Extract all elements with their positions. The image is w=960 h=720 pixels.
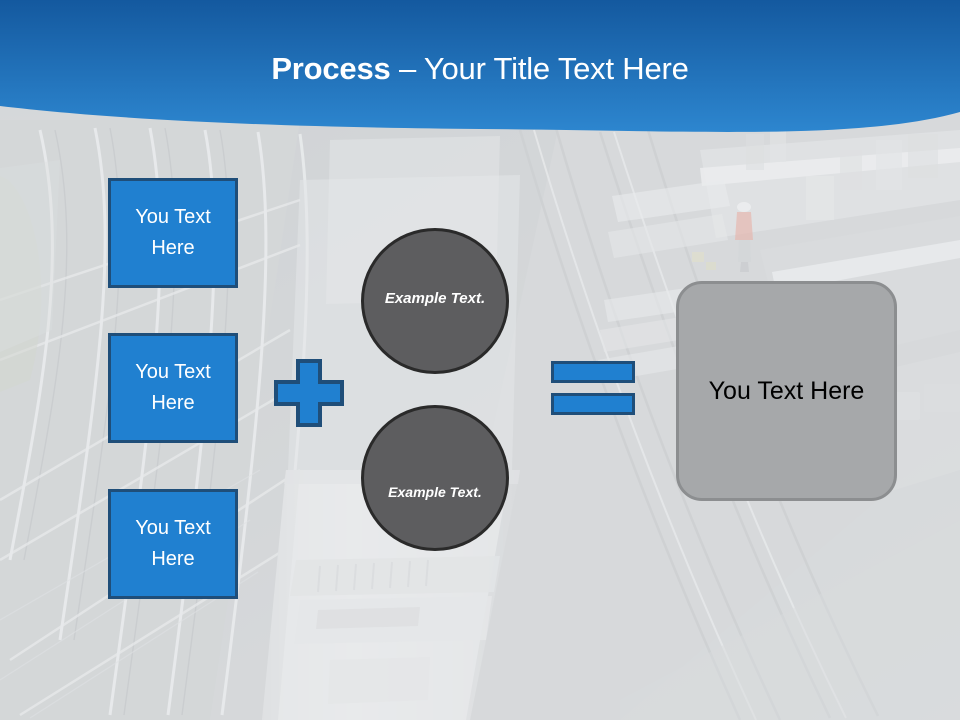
- input-box-3[interactable]: You Text Here: [108, 489, 238, 599]
- header-banner: [0, 0, 960, 132]
- process-circle-1-label: Example Text.: [384, 290, 486, 307]
- process-circle-2-label: Example Text.: [388, 483, 482, 500]
- input-box-2[interactable]: You Text Here: [108, 333, 238, 443]
- input-box-1-label: You Text Here: [135, 206, 211, 259]
- result-box-label: You Text Here: [708, 376, 865, 405]
- result-box[interactable]: You Text Here: [676, 281, 897, 501]
- process-circle-1[interactable]: Example Text.: [361, 228, 509, 374]
- page-title-strong: Process: [271, 51, 391, 86]
- process-circle-2[interactable]: Example Text.: [361, 405, 509, 551]
- equals-icon: [551, 361, 635, 415]
- page-title: Process – Your Title Text Here: [0, 50, 960, 88]
- page-title-light: – Your Title Text Here: [390, 51, 689, 86]
- plus-icon: [274, 359, 344, 427]
- input-box-2-label: You Text Here: [135, 361, 211, 414]
- equals-bar-bottom: [551, 393, 635, 415]
- equals-bar-top: [551, 361, 635, 383]
- input-box-3-label: You Text Here: [135, 517, 211, 570]
- input-box-1[interactable]: You Text Here: [108, 178, 238, 288]
